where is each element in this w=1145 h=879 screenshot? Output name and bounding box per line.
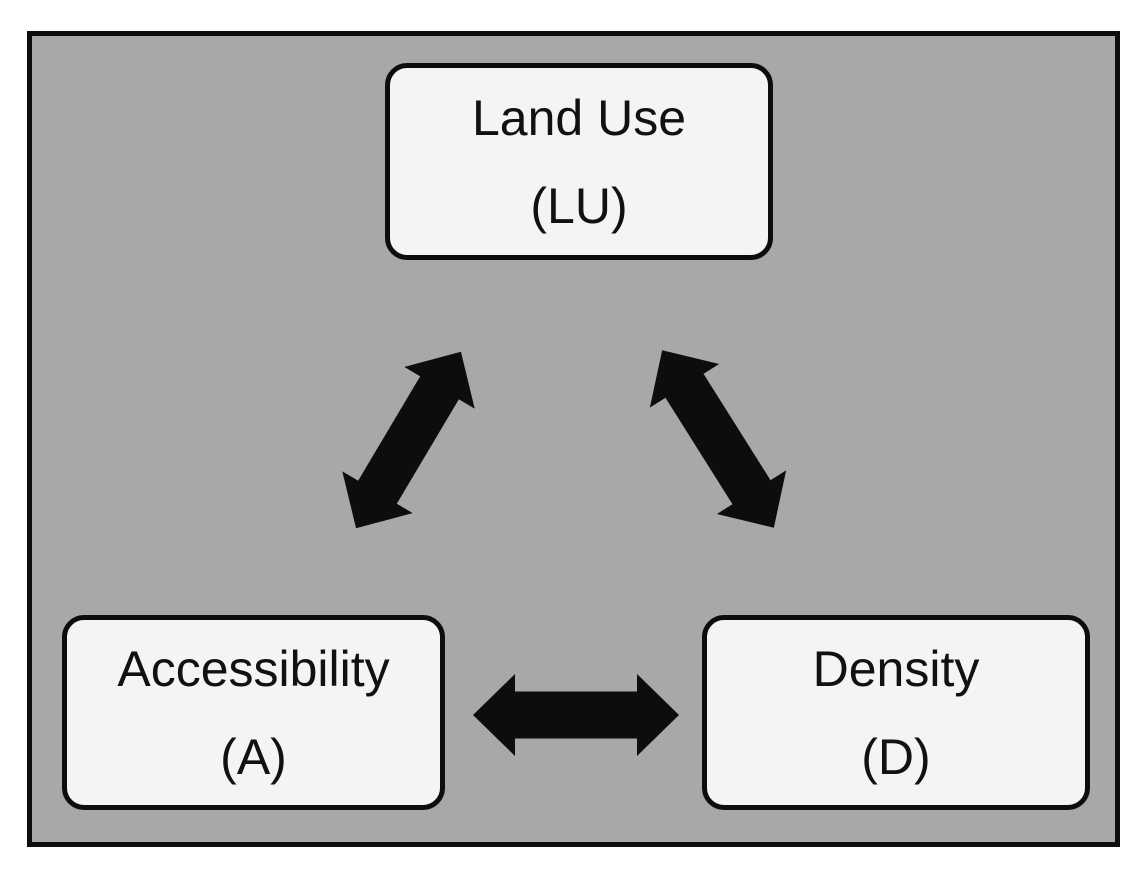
node-accessibility: Accessibility (A)	[62, 615, 445, 810]
node-land-use-title: Land Use	[471, 89, 687, 146]
node-density: Density (D)	[702, 615, 1090, 810]
node-density-title: Density	[812, 640, 980, 697]
node-land-use-abbrev: (LU)	[530, 177, 628, 234]
node-accessibility-title: Accessibility	[117, 640, 390, 697]
node-land-use: Land Use (LU)	[385, 63, 773, 260]
node-density-abbrev: (D)	[861, 728, 931, 785]
node-accessibility-abbrev: (A)	[220, 728, 287, 785]
